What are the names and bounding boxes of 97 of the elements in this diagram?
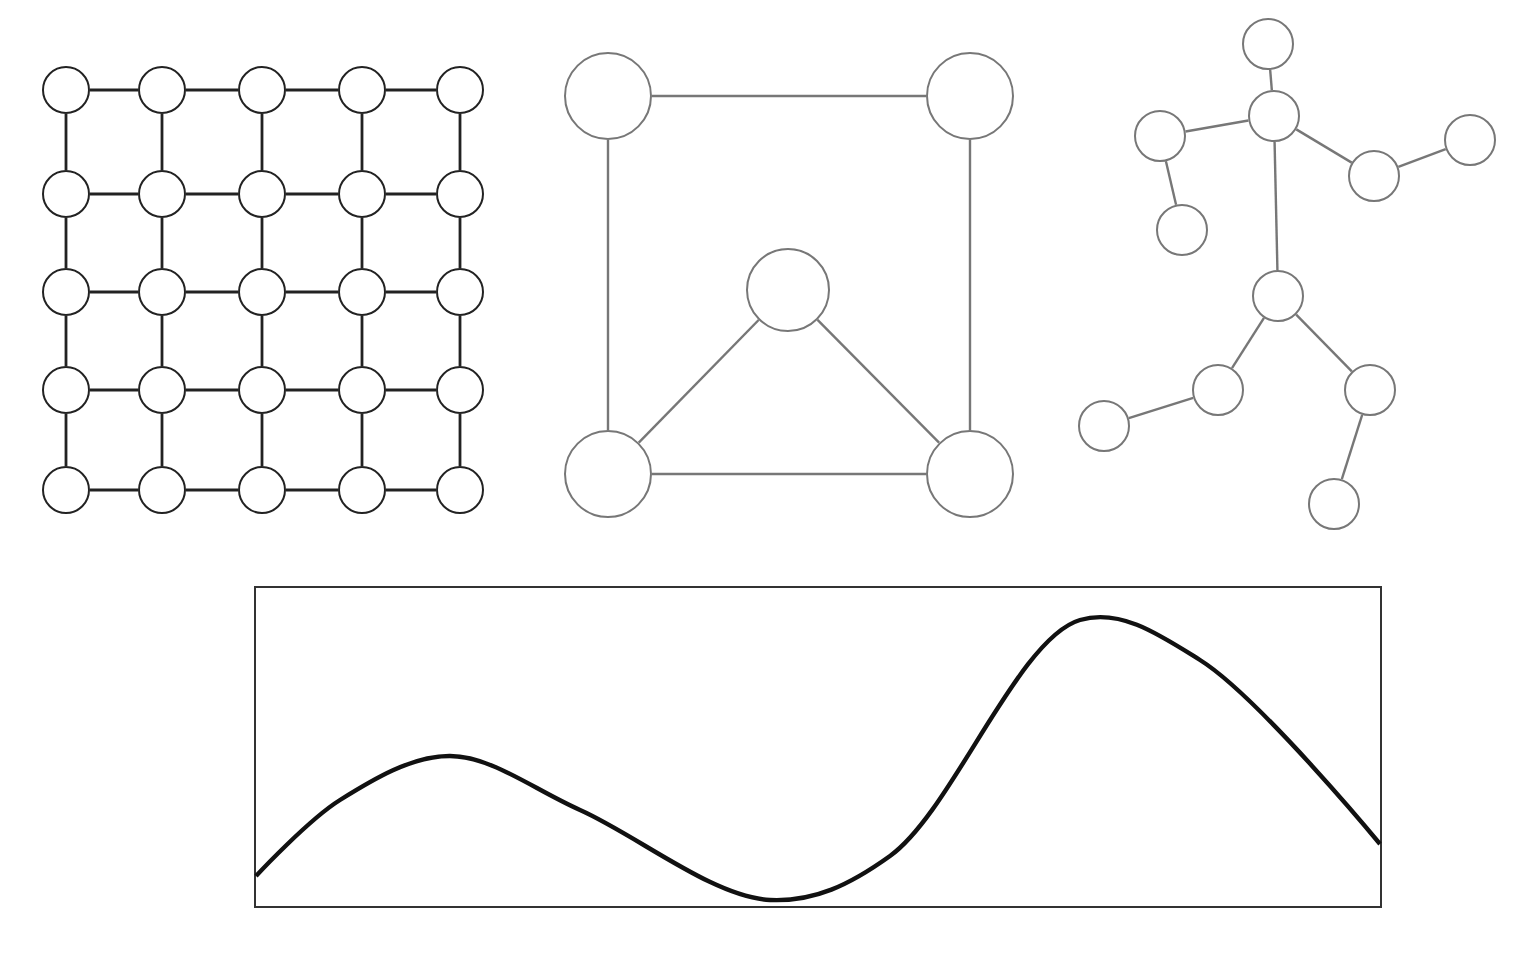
graph-node-circle	[926, 52, 1014, 140]
connector-line	[90, 192, 138, 196]
graph-node-circle	[138, 268, 186, 316]
connector-line	[1397, 148, 1447, 168]
connector-line	[360, 316, 364, 366]
graph-node-circle	[564, 52, 652, 140]
connector-line	[160, 218, 164, 268]
connector-line	[286, 192, 338, 196]
connector-line	[1128, 396, 1194, 420]
connector-line	[360, 414, 364, 466]
connector-line	[64, 218, 68, 268]
connector-line	[1185, 119, 1249, 133]
graph-node-circle	[1192, 364, 1244, 416]
graph-node-circle	[138, 170, 186, 218]
graph-node-circle	[338, 466, 386, 514]
connector-line	[64, 414, 68, 466]
graph-node-circle	[238, 466, 286, 514]
graph-node-circle	[42, 366, 90, 414]
connector-line	[386, 192, 436, 196]
connector-line	[64, 114, 68, 170]
graph-node-circle	[338, 170, 386, 218]
connector-line	[360, 114, 364, 170]
connector-line	[458, 114, 462, 170]
connector-line	[652, 472, 926, 476]
connector-line	[606, 140, 610, 430]
graph-node-circle	[926, 430, 1014, 518]
connector-line	[286, 290, 338, 294]
graph-node-circle	[138, 366, 186, 414]
connector-line	[386, 290, 436, 294]
graph-node-circle	[436, 366, 484, 414]
connector-line	[186, 388, 238, 392]
connector-line	[286, 88, 338, 92]
connector-line	[260, 218, 264, 268]
graph-node-circle	[1078, 400, 1130, 452]
connector-line	[652, 94, 926, 98]
connector-line	[386, 388, 436, 392]
graph-node-circle	[1348, 150, 1400, 202]
graph-node-circle	[1344, 364, 1396, 416]
connector-line	[1295, 313, 1353, 373]
graph-node-circle	[338, 66, 386, 114]
graph-node-circle	[238, 170, 286, 218]
connector-line	[160, 114, 164, 170]
connector-line	[260, 414, 264, 466]
connector-line	[186, 488, 238, 492]
connector-line	[286, 488, 338, 492]
connector-line	[386, 488, 436, 492]
graph-node-circle	[1156, 204, 1208, 256]
connector-line	[1295, 128, 1353, 164]
graph-node-circle	[1242, 18, 1294, 70]
connector-line	[1164, 161, 1178, 205]
connector-line	[186, 290, 238, 294]
connector-line	[90, 290, 138, 294]
graph-node-circle	[42, 268, 90, 316]
connector-line	[1273, 141, 1279, 271]
connector-line	[186, 88, 238, 92]
graph-node-circle	[436, 466, 484, 514]
connector-line	[458, 316, 462, 366]
graph-node-circle	[1134, 110, 1186, 162]
connector-line	[458, 218, 462, 268]
graph-node-circle	[338, 268, 386, 316]
graph-node-circle	[1248, 90, 1300, 142]
connector-line	[90, 88, 138, 92]
connector-line	[1340, 414, 1364, 480]
connector-line	[64, 316, 68, 366]
graph-node-circle	[42, 170, 90, 218]
connector-line	[1230, 317, 1266, 369]
connector-line	[816, 319, 940, 444]
graph-node-circle	[746, 248, 830, 332]
graph-node-circle	[42, 66, 90, 114]
connector-line	[386, 88, 436, 92]
connector-line	[458, 414, 462, 466]
connector-line	[160, 316, 164, 366]
graph-node-circle	[1444, 114, 1496, 166]
graph-node-circle	[436, 170, 484, 218]
graph-node-circle	[564, 430, 652, 518]
graph-node-circle	[436, 268, 484, 316]
connector-line	[90, 388, 138, 392]
graph-node-circle	[1252, 270, 1304, 322]
connector-line	[968, 140, 972, 430]
connector-line	[360, 218, 364, 268]
connector-line	[1268, 69, 1274, 91]
graph-node-circle	[436, 66, 484, 114]
connector-line	[260, 114, 264, 170]
graph-node-circle	[138, 66, 186, 114]
connector-line	[637, 319, 760, 444]
connector-line	[260, 316, 264, 366]
connector-line	[186, 192, 238, 196]
graph-node-circle	[338, 366, 386, 414]
graph-node-circle	[138, 466, 186, 514]
connector-line	[90, 488, 138, 492]
connector-line	[286, 388, 338, 392]
connector-line	[160, 414, 164, 466]
graph-node-circle	[238, 268, 286, 316]
graph-node-circle	[238, 366, 286, 414]
graph-node-circle	[42, 466, 90, 514]
graph-node-circle	[238, 66, 286, 114]
graph-node-circle	[1308, 478, 1360, 530]
